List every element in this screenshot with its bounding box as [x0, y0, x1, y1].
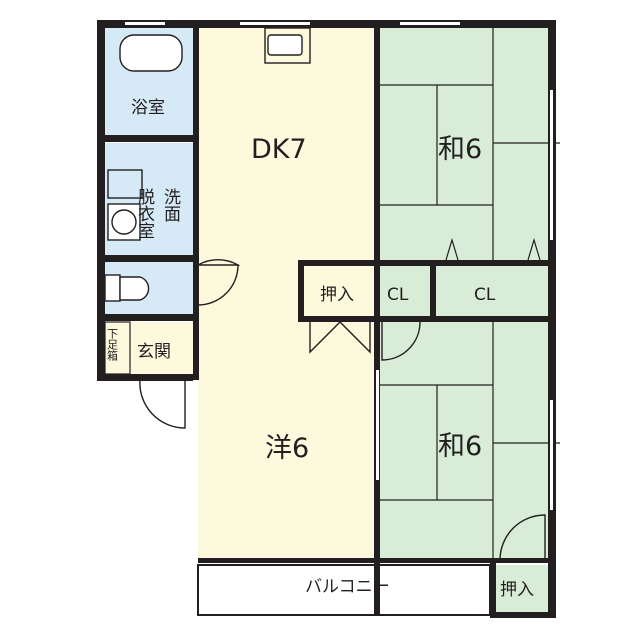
room-label-bath: 浴室 [131, 98, 165, 118]
room-label-entrance: 玄関 [137, 342, 171, 362]
japanese-room-bottom [380, 322, 548, 560]
cl-large [436, 266, 548, 316]
room-label-closet-bottom: 押入 [500, 580, 534, 600]
shoe-box [104, 321, 131, 375]
room-label-dk: DK7 [251, 134, 307, 165]
tatami-lines [380, 28, 560, 560]
room-label-closet-dk: 押入 [320, 285, 354, 305]
room-label-japanese-bottom: 和6 [438, 431, 482, 462]
room-label-balcony: バルコニー [305, 577, 390, 597]
room-label-japanese-top: 和6 [438, 134, 482, 165]
toilet-icon [119, 276, 150, 301]
entrance-area [105, 322, 193, 374]
closet-dk [304, 266, 374, 314]
room-label-cl-small: CL [387, 285, 409, 305]
walls [97, 20, 556, 618]
bathtub-icon [119, 34, 183, 72]
door-swing [195, 258, 241, 306]
toilet-tank-icon [104, 274, 121, 302]
room-label-shoe-box: 下足箱 [106, 328, 119, 362]
sink-icon [267, 34, 303, 56]
japanese-room-top [380, 28, 548, 260]
room-label-dressing: 脱衣室 [134, 188, 155, 239]
closet-bottom [495, 565, 548, 613]
windows [125, 22, 553, 510]
washing-machine-icon [107, 169, 143, 199]
door-swing [381, 321, 421, 361]
room-label-washroom: 洗面 [160, 188, 181, 222]
room-label-western: 洋6 [265, 433, 309, 464]
entrance-door-swing [139, 379, 186, 429]
room-label-cl-large: CL [474, 285, 496, 305]
door-swing [499, 514, 546, 561]
cl-small [380, 266, 430, 316]
